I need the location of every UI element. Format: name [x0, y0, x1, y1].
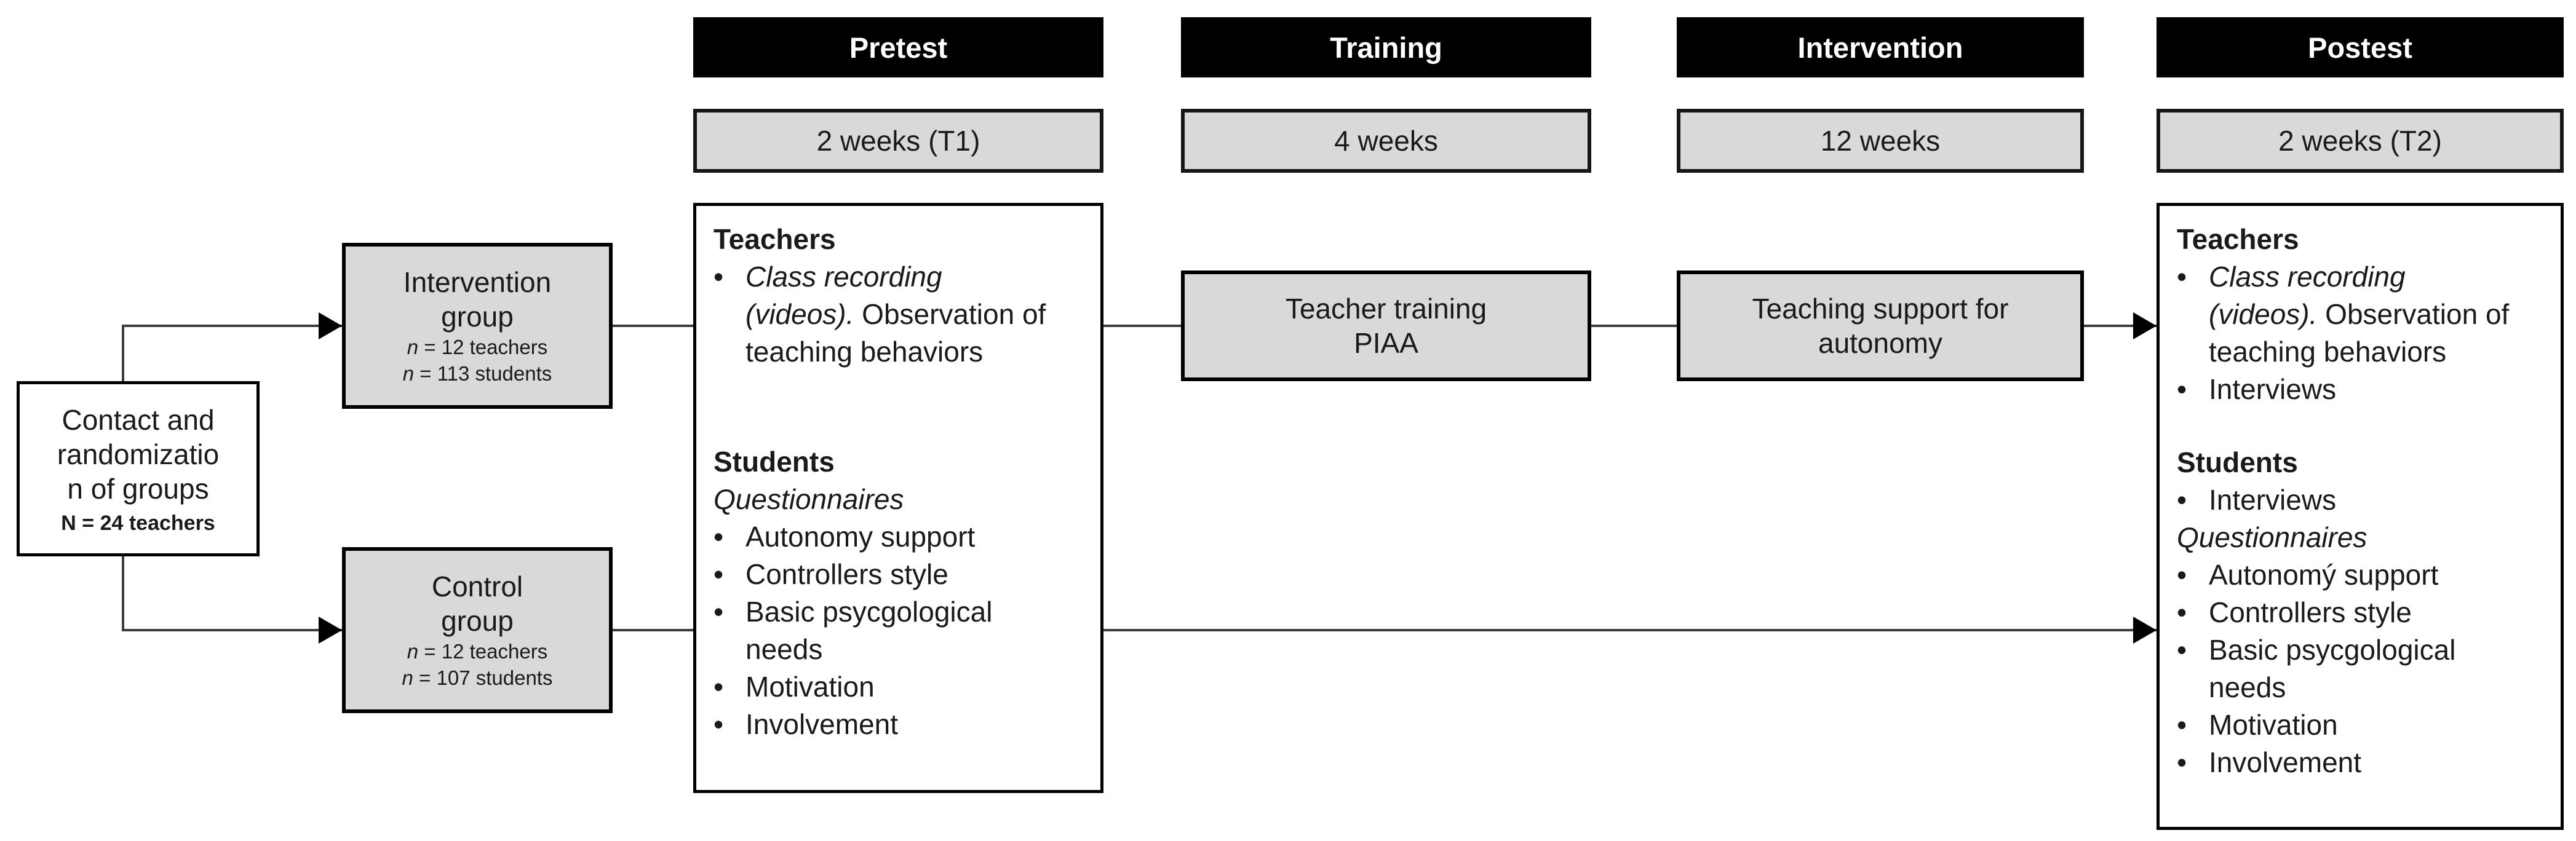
postest-students-heading: Students [2177, 446, 2298, 478]
postest-students-item: •Interviews [2177, 484, 2337, 516]
group-name: Control [431, 571, 523, 602]
contact-line: Contact and [62, 403, 215, 436]
teacher-training-line: PIAA [1354, 327, 1418, 359]
duration-postest: 2 weeks (T2) [2157, 109, 2564, 173]
duration-training: 4 weeks [1181, 109, 1591, 173]
pretest-questionnaire-item: •Controllers style [714, 558, 948, 590]
pretest-questionnaire-item: •Involvement [714, 708, 899, 740]
connector-to-control-group [123, 629, 342, 631]
group-name: Intervention [403, 266, 552, 298]
group-name: group [441, 605, 514, 637]
connector-control-row-to-postest [613, 629, 2157, 631]
postest-questionnaire-item: •Controllers style [2177, 596, 2412, 628]
pretest-students-heading: Students [714, 446, 835, 478]
phase-header-training: Training [1181, 17, 1591, 77]
teaching-support-line: autonomy [1818, 327, 1942, 359]
arrowhead-icon [2133, 312, 2157, 339]
contact-n-label: N = 24 teachers [61, 511, 215, 535]
pretest-measures-box: Teachers • Class recording (videos). Obs… [693, 203, 1103, 793]
postest-measures-box: Teachers • Class recording (videos). Obs… [2157, 203, 2564, 830]
arrowhead-icon [319, 312, 342, 339]
group-name: group [441, 301, 514, 333]
connector-pretest-to-training [1103, 325, 1181, 327]
pretest-questionnaire-item: •Autonomy support [714, 521, 976, 553]
postest-questionnaire-item: •Involvement [2177, 746, 2362, 778]
pretest-teachers-heading: Teachers [714, 223, 836, 255]
spacer [714, 371, 1089, 443]
control-group-box: Control group n = 12 teachers n = 107 st… [342, 547, 613, 713]
group-n-teachers: n = 12 teachers [407, 336, 548, 358]
teaching-support-box: Teaching support for autonomy [1677, 270, 2084, 381]
intervention-group-box: Intervention group n = 12 teachers n = 1… [342, 243, 613, 409]
pretest-questionnaires-label: Questionnaires [714, 483, 904, 515]
contact-randomization-box: Contact and randomizatio n of groups N =… [17, 381, 260, 556]
connector-support-to-postest [2083, 325, 2157, 327]
postest-questionnaire-item: •Basic psycgological needs [2177, 634, 2456, 703]
teaching-support-line: Teaching support for [1752, 293, 2009, 325]
pretest-teachers-item: • Class recording (videos). Observation … [714, 261, 1046, 368]
pretest-questionnaire-item: •Basic psycgological needs [714, 596, 993, 665]
postest-teachers-item: • Class recording (videos). Observation … [2177, 261, 2510, 368]
postest-questionnaire-item: •Autonomý support [2177, 559, 2439, 591]
postest-teachers-heading: Teachers [2177, 223, 2299, 255]
postest-questionnaire-item: •Motivation [2177, 709, 2338, 741]
spacer [2177, 408, 2550, 444]
group-n-teachers: n = 12 teachers [407, 640, 548, 663]
arrowhead-icon [319, 617, 342, 644]
pretest-questionnaire-item: •Motivation [714, 671, 875, 703]
postest-teachers-item: •Interviews [2177, 373, 2337, 405]
teacher-training-box: Teacher training PIAA [1181, 270, 1591, 381]
connector-training-to-support [1591, 325, 1677, 327]
phase-header-pretest: Pretest [693, 17, 1103, 77]
contact-line: n of groups [67, 472, 209, 505]
teacher-training-line: Teacher training [1285, 293, 1487, 325]
connector-intervention-group-to-pretest [613, 325, 693, 327]
arrowhead-icon [2133, 617, 2157, 644]
contact-line: randomizatio [57, 438, 220, 470]
duration-pretest: 2 weeks (T1) [693, 109, 1103, 173]
group-n-students: n = 107 students [402, 666, 553, 689]
phase-header-intervention: Intervention [1677, 17, 2084, 77]
phase-header-postest: Postest [2157, 17, 2564, 77]
duration-intervention: 12 weeks [1677, 109, 2084, 173]
postest-questionnaires-label: Questionnaires [2177, 521, 2367, 553]
connector-to-intervention-group [123, 325, 342, 327]
group-n-students: n = 113 students [402, 362, 552, 385]
